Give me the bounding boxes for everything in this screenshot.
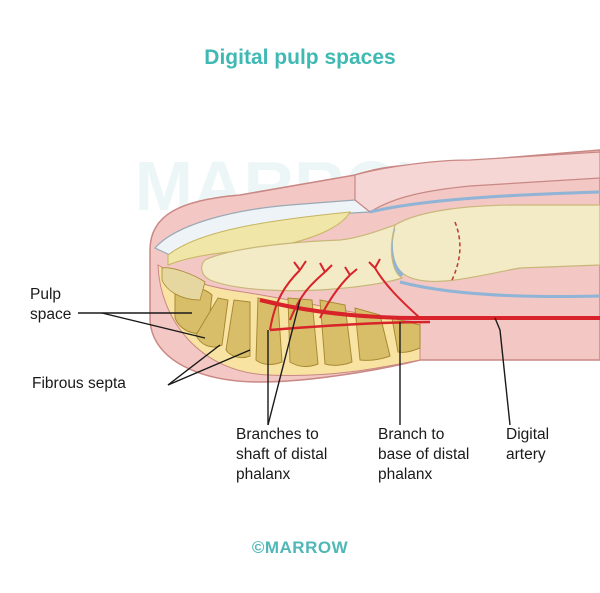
tip-lobule [161,267,206,301]
nail-fold [354,151,600,213]
label-branches-shaft: Branches to shaft of distal phalanx [236,426,328,483]
nail-bed [167,211,351,266]
leader-digital-artery [494,317,511,426]
volar-plate [399,280,600,299]
label-digital-artery: Digital artery [506,426,550,463]
tendon-line [369,190,600,214]
leader-pulp-space-2 [101,312,206,339]
copyright-footer: ©MARROW [251,538,349,557]
joint-line [451,221,461,281]
leader-branches-shaft-2 [267,299,301,426]
fat-lobule [195,297,229,348]
fat-lobule [255,297,283,365]
leader-fibrous-septa-2 [167,349,251,386]
label-fibrous-septa: Fibrous septa [32,375,126,392]
label-pulp-space: Pulp space [30,286,72,323]
label-branch-base: Branch to base of distal phalanx [378,426,470,483]
leader-lines [78,299,511,426]
digital-artery-lower [269,320,431,332]
fat-lobule [225,299,251,359]
leader-fibrous-septa-1 [167,344,221,386]
diagram-title: Digital pulp spaces [204,46,396,69]
arterial-branches [269,258,421,331]
